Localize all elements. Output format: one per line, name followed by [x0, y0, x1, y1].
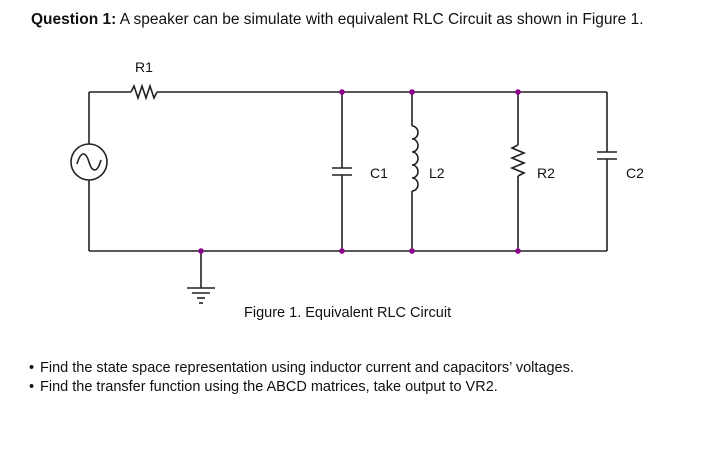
capacitor-c2-icon — [597, 151, 617, 160]
task-text: Find the transfer function using the ABC… — [40, 379, 498, 395]
node-dot — [409, 89, 415, 95]
label-r1: R1 — [135, 59, 153, 75]
task-list: • Find the state space representation usi… — [29, 360, 574, 398]
node-dot — [409, 248, 415, 254]
ground-icon — [187, 287, 215, 304]
question-text: Question 1: A speaker can be simulate wi… — [31, 11, 644, 29]
inductor-l2-icon — [411, 125, 419, 192]
label-l2: L2 — [429, 165, 445, 181]
task-text: Find the state space representation usin… — [40, 360, 574, 376]
node-dot — [515, 89, 521, 95]
resistor-r2-icon — [509, 144, 527, 177]
bullet: • — [29, 360, 35, 376]
task-item: • Find the transfer function using the AB… — [29, 379, 574, 395]
node-dot — [339, 248, 345, 254]
ac-source-icon — [70, 143, 108, 181]
label-c2: C2 — [626, 165, 644, 181]
label-c1: C1 — [370, 165, 388, 181]
task-item: • Find the state space representation usi… — [29, 360, 574, 376]
node-dot — [515, 248, 521, 254]
capacitor-c1-icon — [332, 167, 352, 176]
question-label: Question 1: — [31, 11, 117, 28]
bullet: • — [29, 379, 35, 395]
resistor-r1-icon — [130, 83, 158, 101]
label-r2: R2 — [537, 165, 555, 181]
node-dot — [339, 89, 345, 95]
question-body: A speaker can be simulate with equivalen… — [116, 11, 644, 28]
figure-caption: Figure 1. Equivalent RLC Circuit — [244, 305, 452, 321]
node-dot — [198, 248, 204, 254]
